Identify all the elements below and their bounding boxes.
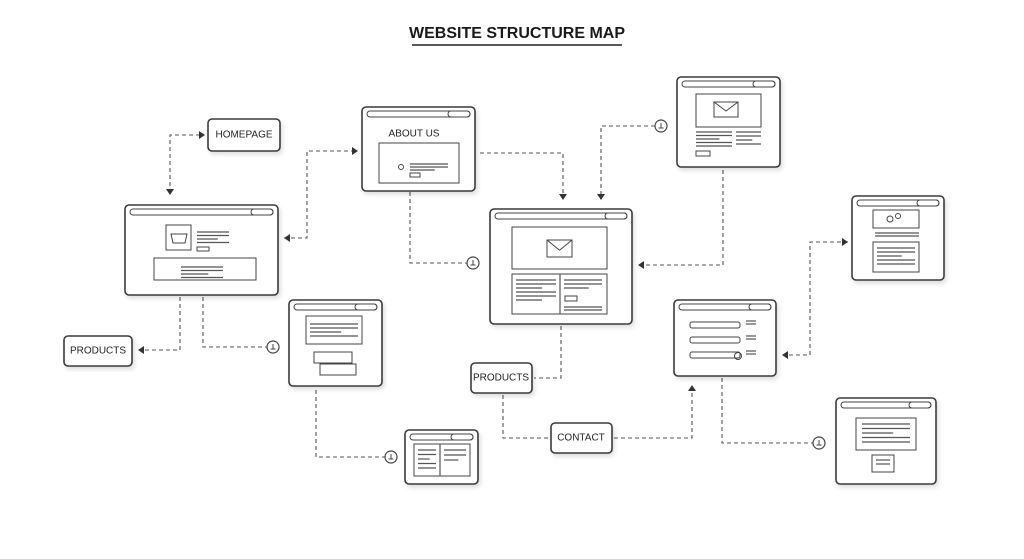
browser-controls-icon (752, 80, 776, 88)
form-field (689, 336, 741, 344)
dashed-connector (502, 395, 549, 439)
dashed-connector (721, 378, 813, 444)
arrowhead-icon (559, 194, 567, 200)
wireframe-contact-page (676, 76, 781, 168)
wireframe-products-page (288, 299, 383, 387)
wireframe-center-page (489, 208, 633, 325)
dashed-connector (315, 390, 385, 458)
arrowhead-icon (688, 385, 696, 391)
wireframe-list-page (404, 429, 479, 485)
person-icon (398, 164, 404, 170)
node-products-left[interactable]: PRODUCTS (63, 335, 133, 367)
browser-controls-icon (916, 199, 940, 207)
wireframe-homepage (124, 204, 279, 296)
settings-icon (734, 352, 742, 360)
arrowhead-icon (842, 238, 848, 246)
connector-badge-icon (654, 119, 668, 133)
node-contact-label: CONTACT (557, 433, 605, 444)
browser-controls-icon (908, 401, 932, 409)
connector-badge-icon (466, 256, 480, 270)
dashed-connector (409, 192, 467, 264)
arrowhead-icon (597, 194, 605, 200)
browser-controls-icon (250, 208, 274, 216)
wireframe-about-us: ABOUT US (361, 106, 476, 192)
sitemap-icon (313, 351, 353, 364)
wireframe-article-page (835, 397, 937, 485)
dashed-connector (202, 297, 267, 348)
arrowhead-icon (352, 147, 358, 155)
node-homepage-label: HOMEPAGE (215, 130, 272, 141)
about-us-heading: ABOUT US (389, 129, 440, 140)
dashed-connector (480, 152, 564, 198)
button-placeholder (564, 295, 578, 302)
wireframe-form-page (673, 299, 777, 377)
node-products-center[interactable]: PRODUCTS (470, 362, 533, 394)
envelope-icon (713, 101, 739, 118)
dashed-connector (600, 125, 655, 198)
button-placeholder (196, 246, 210, 252)
arrowhead-icon (782, 351, 788, 359)
connectors (138, 119, 848, 464)
page-wireframes: ABOUT US (124, 76, 945, 485)
connector-badge-icon (266, 340, 280, 354)
arrowhead-icon (284, 234, 290, 242)
browser-controls-icon (447, 110, 471, 118)
dashed-connector (640, 170, 724, 266)
dashed-connector (284, 150, 356, 239)
arrowhead-icon (199, 131, 205, 139)
dashed-connector (614, 387, 693, 439)
browser-controls-icon (450, 433, 474, 441)
dashed-connector (140, 297, 181, 351)
form-field (689, 351, 741, 359)
button-placeholder (695, 150, 711, 157)
arrowhead-icon (138, 346, 144, 354)
shopping-cart-icon (165, 224, 192, 251)
arrowhead-icon (638, 261, 644, 269)
button-placeholder (409, 172, 421, 178)
browser-controls-icon (354, 303, 378, 311)
envelope-icon (546, 239, 573, 258)
connector-badge-icon (384, 450, 398, 464)
node-products-center-label: PRODUCTS (473, 373, 529, 384)
node-homepage[interactable]: HOMEPAGE (207, 118, 281, 152)
wireframe-gallery-page (851, 195, 945, 281)
browser-controls-icon (604, 212, 628, 220)
form-field (689, 321, 741, 329)
image-icon (886, 215, 894, 223)
browser-controls-icon (748, 303, 772, 311)
connector-badge-icon (812, 436, 826, 450)
arrowhead-icon (166, 189, 174, 195)
dashed-connector (169, 134, 203, 193)
node-products-left-label: PRODUCTS (70, 346, 126, 357)
dashed-connector (534, 326, 562, 379)
dashed-connector (784, 241, 848, 356)
node-contact[interactable]: CONTACT (550, 422, 613, 454)
diagram-title: WEBSITE STRUCTURE MAP (409, 25, 625, 42)
